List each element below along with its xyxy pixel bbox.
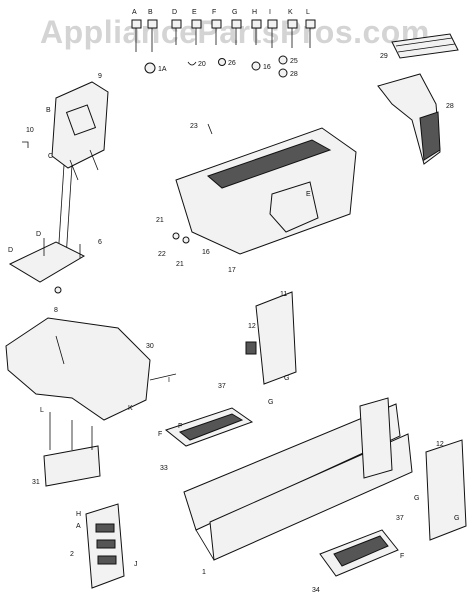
letter-C: C (48, 153, 53, 160)
hardware-row: A B D E F G H (131, 9, 316, 78)
callout-29: 29 (380, 53, 388, 60)
letter-G: G (414, 495, 419, 502)
hardware-letter: K (288, 9, 293, 16)
part-12-panel-a: 12 G (245, 323, 273, 406)
hardware-letter: E (192, 9, 197, 16)
bolt-G: G (231, 9, 242, 45)
letter-F: F (400, 553, 404, 560)
callout-17: 17 (228, 267, 236, 274)
bolt-H: H (251, 9, 262, 45)
part-8-fastener: 8 (54, 286, 62, 314)
nut-28: 28 (278, 68, 298, 78)
letter-G: G (284, 375, 289, 382)
letter-D: D (8, 247, 13, 254)
part-30-fender: 30 K I (5, 317, 177, 421)
callout-37: 37 (218, 383, 226, 390)
part-28-shield: 28 (377, 73, 454, 165)
bolt-I: I (267, 9, 278, 48)
letter-G: G (268, 399, 273, 406)
hardware-letter: L (306, 9, 310, 16)
part-17-hood: E 17 (175, 127, 357, 274)
part-31-plate: 31 L (32, 407, 101, 487)
letter-F: F (178, 423, 182, 430)
callout-12: 12 (248, 323, 256, 330)
callout-1: 1 (202, 569, 206, 576)
bolt-A: A (131, 9, 142, 52)
letter-B: B (46, 107, 51, 114)
nut-25: 25 (278, 55, 298, 65)
callout-31: 31 (32, 479, 40, 486)
hardware-sub-label: 16 (263, 64, 271, 71)
callout-33: 33 (160, 465, 168, 472)
callout-22: 22 (158, 251, 166, 258)
part-10-clip: 10 (22, 127, 34, 148)
letter-L: L (40, 407, 44, 414)
callout-34: 34 (312, 587, 320, 594)
hardware-sub-label: 1A (158, 66, 167, 73)
letter-H: H (76, 511, 81, 518)
part-34-footrest: 37 F 34 (312, 515, 404, 594)
callout-37: 37 (396, 515, 404, 522)
callout-21: 21 (176, 261, 184, 268)
hardware-sub-label: 20 (198, 61, 206, 68)
letter-D: D (36, 231, 41, 238)
letter-E: E (306, 191, 311, 198)
washer-26: 26 (218, 58, 236, 67)
part-33-footrest: 37 F F 33 (158, 383, 254, 472)
callout-11: 11 (280, 291, 287, 298)
hardware-letter: B (148, 9, 153, 16)
part-29-grille: 29 (380, 33, 459, 60)
bolt-E: E (191, 9, 202, 45)
part-9-dash: 9 B C (46, 73, 109, 181)
bolt-D: D (171, 9, 182, 45)
hardware-sub-label: 26 (228, 60, 236, 67)
hardware-letter: D (172, 9, 177, 16)
part-2-side-plate: 2 H A J (70, 503, 138, 589)
bolt-B: B (147, 9, 158, 52)
letter-G: G (454, 515, 459, 522)
part-23-pin: 23 (190, 123, 213, 135)
hardware-letter: A (132, 9, 137, 16)
letter-A: A (76, 523, 81, 530)
clip-20: 20 (187, 61, 206, 68)
part-11-bracket: 11 G (255, 291, 297, 385)
callout-9: 9 (98, 73, 102, 80)
callout-6: 6 (98, 239, 102, 246)
bolt-K: K (287, 9, 298, 48)
callout-23: 23 (190, 123, 198, 130)
callout-28: 28 (446, 103, 454, 110)
callout-21: 21 (156, 217, 164, 224)
hardware-letter: I (269, 9, 271, 16)
callout-8: 8 (54, 307, 58, 314)
part-1-frame: 1 (183, 397, 413, 576)
hardware-sub-label: 28 (290, 71, 298, 78)
bolt-F: F (211, 9, 222, 45)
letter-J: J (134, 561, 138, 568)
nut-1A: 1A (144, 62, 167, 74)
letter-I: I (168, 377, 170, 384)
letter-F: F (158, 431, 162, 438)
callout-10: 10 (26, 127, 34, 134)
callout-16: 16 (202, 249, 210, 256)
letter-K: K (128, 405, 133, 412)
part-12-panel-b: 12 G G (414, 439, 467, 541)
hardware-letter: F (212, 9, 216, 16)
nut-16: 16 (251, 61, 271, 71)
hardware-letter: H (252, 9, 257, 16)
hardware-sub-label: 25 (290, 58, 298, 65)
steering-column (57, 164, 73, 259)
callout-2: 2 (70, 551, 74, 558)
hardware-letter: G (232, 9, 237, 16)
part-6-plate: 6 D D (8, 231, 102, 283)
part-21-22-16-hardware: 21 22 21 16 (156, 217, 210, 268)
bolt-L: L (305, 9, 316, 48)
callout-30: 30 (146, 343, 154, 350)
callout-12: 12 (436, 441, 444, 448)
